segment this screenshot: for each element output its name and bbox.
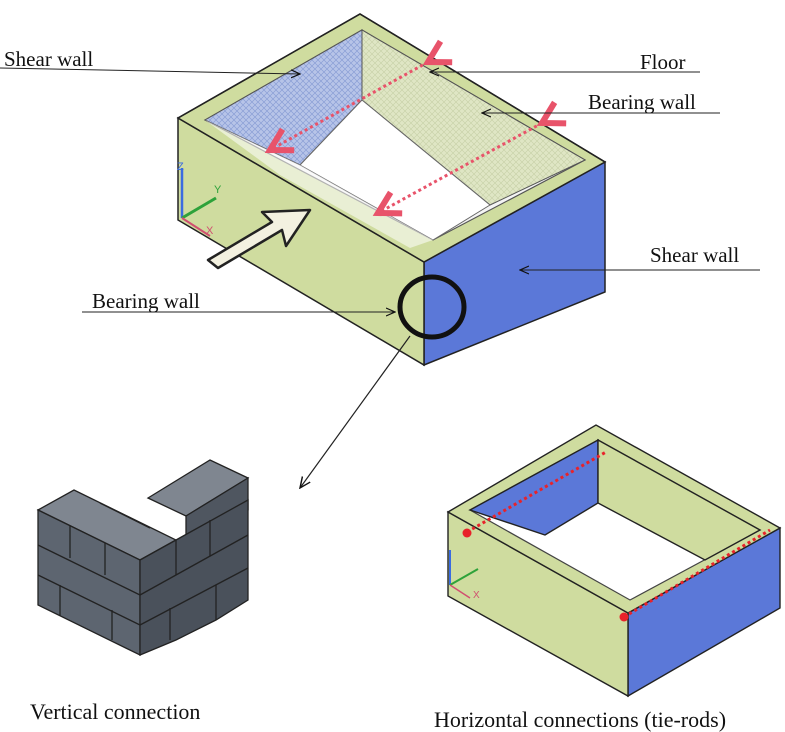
axis-z-label: Z — [177, 161, 184, 173]
label-bearing-wall-top: Bearing wall — [588, 90, 696, 114]
detail-pointer — [300, 335, 411, 488]
label-bearing-wall-left: Bearing wall — [92, 289, 200, 313]
label-leaders — [0, 68, 760, 312]
tie-rod-box — [446, 424, 782, 698]
load-direction-arrow — [206, 208, 312, 270]
axis-x-label: X — [206, 225, 214, 237]
label-shear-wall-right: Shear wall — [650, 243, 739, 267]
caption-horizontal-connections: Horizontal connections (tie-rods) — [434, 707, 726, 732]
axis-y-label: Y — [214, 184, 222, 196]
connection-highlight-circle — [397, 274, 467, 340]
masonry-vertical-connection — [36, 459, 250, 657]
label-floor: Floor — [640, 50, 686, 74]
axis-icon-top: Z Y X — [177, 161, 222, 237]
label-shear-wall-top: Shear wall — [4, 47, 93, 71]
axis-x-label-bottom: X — [473, 590, 480, 601]
tie-rods — [462, 450, 771, 622]
floor-span-arrows — [270, 62, 542, 213]
caption-vertical-connection: Vertical connection — [30, 699, 200, 724]
axis-icon-bottom: X — [449, 550, 480, 601]
